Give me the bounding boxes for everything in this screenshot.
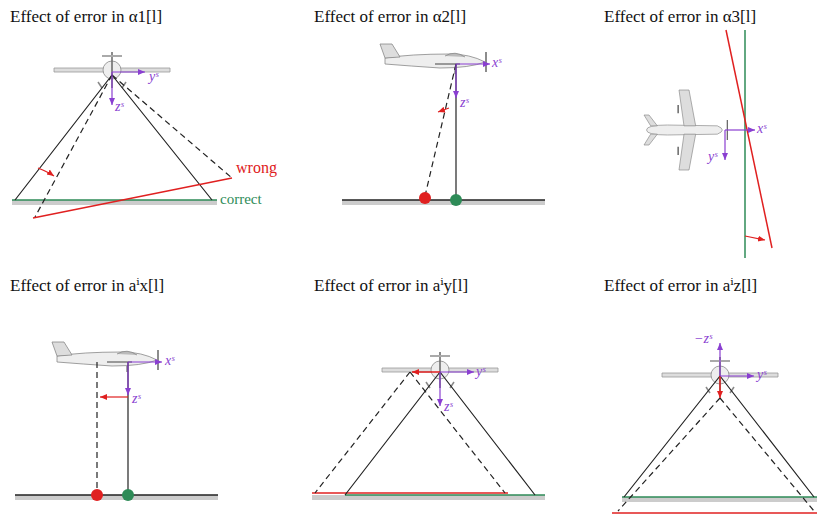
axis-label: zˢ (115, 100, 123, 114)
state-label: correct (220, 192, 262, 207)
axis-label: zˢ (460, 96, 468, 110)
panel-title: Effect of error in aⁱx[l] (10, 277, 164, 294)
axis-label: zˢ (444, 400, 452, 414)
axis-label: xˢ (757, 122, 766, 136)
axis-label: yˢ (708, 150, 717, 164)
panel-title: Effect of error in α3[l] (604, 8, 756, 25)
panel-title: Effect of error in α1[l] (10, 8, 162, 25)
axis-label: yˢ (476, 365, 485, 379)
panel-title: Effect of error in α2[l] (314, 8, 466, 25)
axis-label: xˢ (492, 56, 501, 70)
axis-label: zˢ (132, 392, 140, 406)
axis-label: −zˢ (694, 332, 712, 346)
axis-label: yˢ (757, 368, 766, 382)
panel-title: Effect of error in aⁱz[l] (604, 277, 757, 294)
axis-label: yˢ (149, 70, 158, 84)
panel-title: Effect of error in aⁱy[l] (314, 277, 468, 294)
axis-label: xˢ (165, 354, 174, 368)
state-label: wrong (236, 160, 277, 176)
